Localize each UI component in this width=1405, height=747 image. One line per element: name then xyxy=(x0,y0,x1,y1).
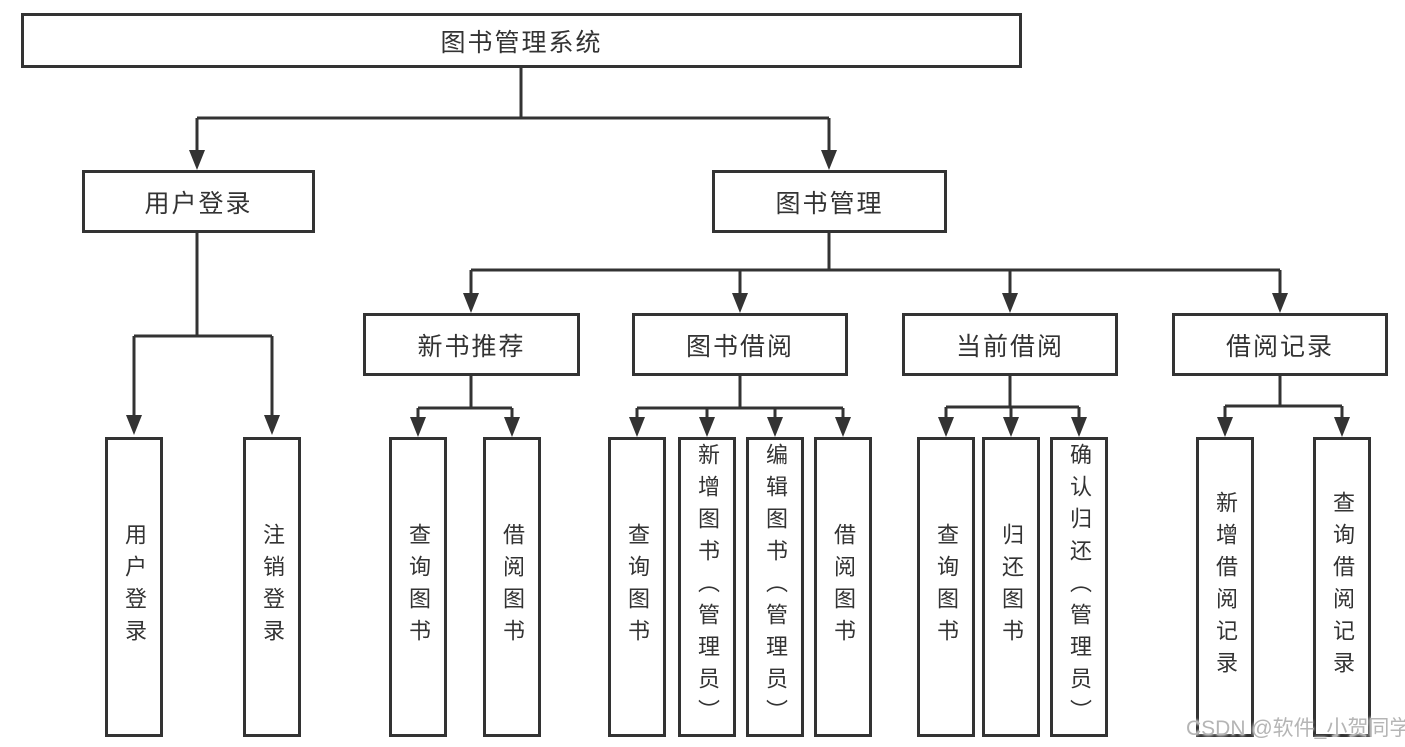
leaf-newbooks-query-label: 查询图书 xyxy=(406,523,431,651)
leaf-current-confirm: 确认归还（管理员） xyxy=(1050,437,1108,737)
node-book-borrow: 图书借阅 xyxy=(632,313,848,376)
leaf-user-login-label: 用户登录 xyxy=(122,523,147,651)
leaf-borrow-query: 查询图书 xyxy=(608,437,666,737)
leaf-record-query-label: 查询借阅记录 xyxy=(1330,491,1355,683)
leaf-current-return-label: 归还图书 xyxy=(999,523,1024,651)
watermark: CSDN @软件_小贺同学 xyxy=(1186,717,1405,740)
leaf-borrow-book-label: 借阅图书 xyxy=(831,523,856,651)
leaf-record-query: 查询借阅记录 xyxy=(1313,437,1371,737)
node-current-borrow: 当前借阅 xyxy=(902,313,1118,376)
node-current-borrow-label: 当前借阅 xyxy=(955,332,1064,361)
node-new-books: 新书推荐 xyxy=(363,313,580,376)
node-root-label: 图书管理系统 xyxy=(440,28,603,57)
leaf-borrow-add-label: 新增图书（管理员） xyxy=(695,443,720,731)
leaf-borrow-add: 新增图书（管理员） xyxy=(678,437,736,737)
node-book-mgmt: 图书管理 xyxy=(712,170,947,233)
leaf-current-confirm-label: 确认归还（管理员） xyxy=(1067,443,1092,731)
node-new-books-label: 新书推荐 xyxy=(417,332,526,361)
node-user-login: 用户登录 xyxy=(82,170,315,233)
leaf-current-query: 查询图书 xyxy=(917,437,975,737)
leaf-current-query-label: 查询图书 xyxy=(934,523,959,651)
leaf-record-add: 新增借阅记录 xyxy=(1196,437,1254,737)
leaf-logout-label: 注销登录 xyxy=(260,523,285,651)
leaf-borrow-edit-label: 编辑图书（管理员） xyxy=(763,443,788,731)
leaf-user-login: 用户登录 xyxy=(105,437,163,737)
node-book-mgmt-label: 图书管理 xyxy=(775,189,884,218)
leaf-current-return: 归还图书 xyxy=(982,437,1040,737)
node-borrow-records-label: 借阅记录 xyxy=(1225,332,1334,361)
node-user-login-label: 用户登录 xyxy=(144,189,253,218)
node-book-borrow-label: 图书借阅 xyxy=(685,332,794,361)
leaf-newbooks-borrow-label: 借阅图书 xyxy=(500,523,525,651)
node-borrow-records: 借阅记录 xyxy=(1172,313,1388,376)
leaf-borrow-query-label: 查询图书 xyxy=(625,523,650,651)
leaf-borrow-book: 借阅图书 xyxy=(814,437,872,737)
leaf-borrow-edit: 编辑图书（管理员） xyxy=(746,437,804,737)
leaf-record-add-label: 新增借阅记录 xyxy=(1213,491,1238,683)
leaf-logout: 注销登录 xyxy=(243,437,301,737)
leaf-newbooks-borrow: 借阅图书 xyxy=(483,437,541,737)
node-root: 图书管理系统 xyxy=(21,13,1022,68)
leaf-newbooks-query: 查询图书 xyxy=(389,437,447,737)
